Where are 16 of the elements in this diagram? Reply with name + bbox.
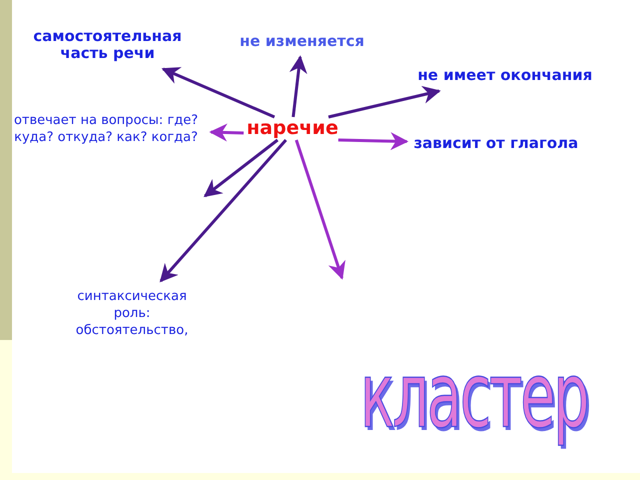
arrow	[338, 132, 408, 150]
arrow	[294, 140, 346, 280]
arrow	[289, 55, 308, 118]
node-label: синтаксическая роль: обстоятельство,	[74, 288, 190, 339]
center-term: наречие	[246, 120, 338, 137]
arrow	[160, 139, 288, 282]
title: кластер	[360, 345, 588, 445]
node-label: зависит от глагола	[414, 135, 578, 152]
arrow	[209, 124, 244, 142]
node-label: отвечает на вопросы: где? куда? откуда? как? когда?	[12, 112, 200, 146]
node-label: не изменяется	[240, 33, 364, 50]
arrow	[204, 138, 279, 198]
node-label: не имеет окончания	[418, 67, 592, 84]
arrow	[162, 67, 276, 118]
node-label: самостоятельная часть речи	[32, 28, 183, 62]
arrow	[328, 86, 441, 118]
